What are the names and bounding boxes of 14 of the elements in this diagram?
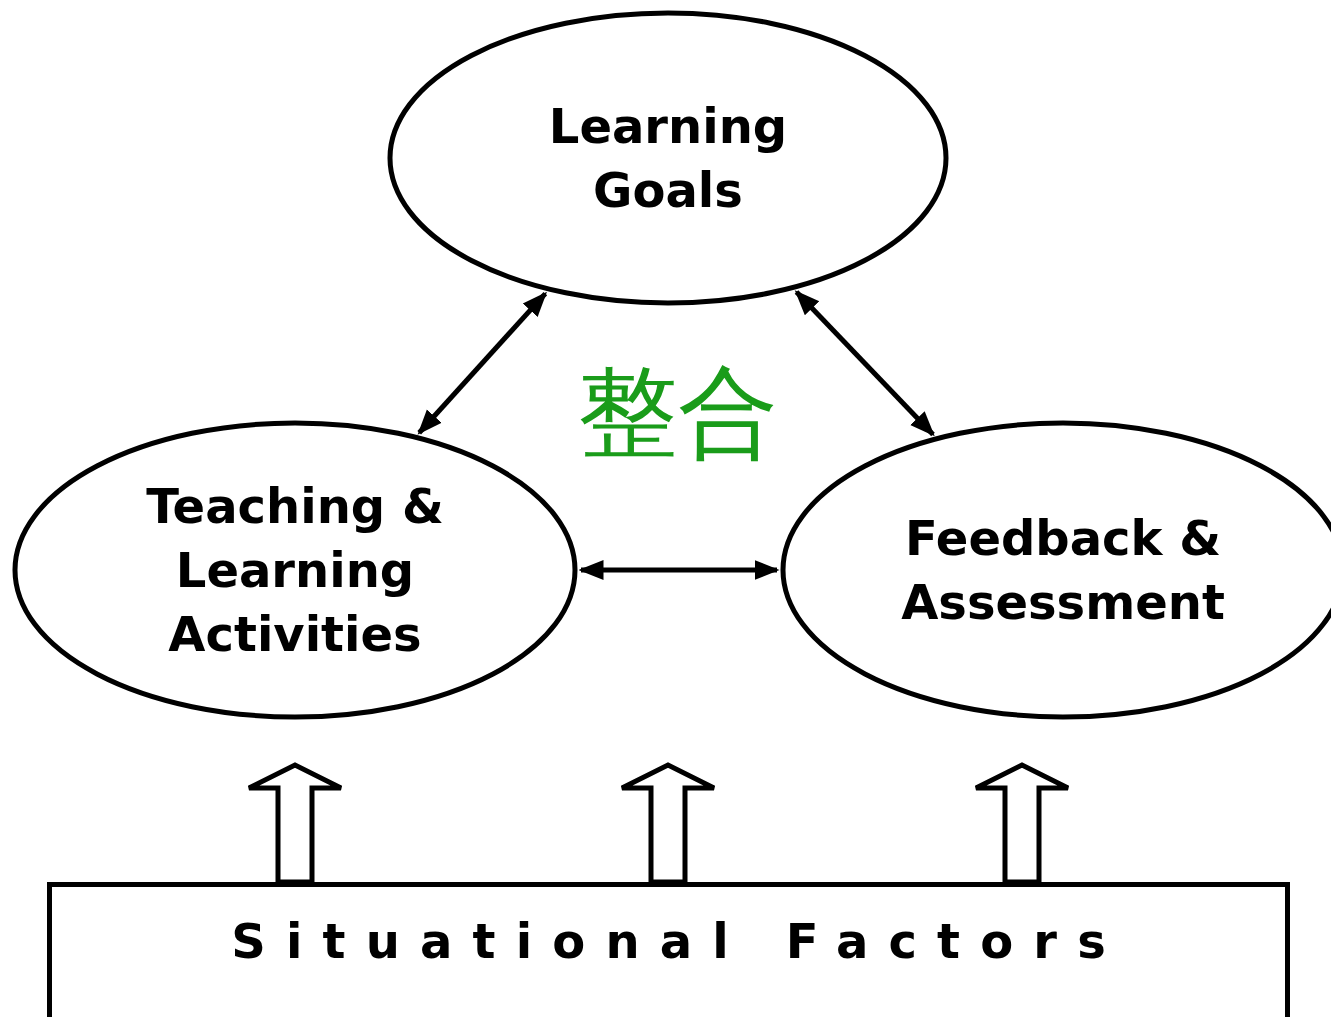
node-label: Learning Goals <box>547 97 789 220</box>
goal-ellipse <box>387 10 949 306</box>
block-arrow <box>973 762 1071 885</box>
center-label: 整合 <box>578 358 778 468</box>
node-label: Feedback & Assessment <box>900 509 1226 632</box>
block-arrow <box>619 762 717 885</box>
double-arrow <box>417 291 548 435</box>
factor-box <box>47 882 1290 1017</box>
block-arrow <box>246 762 344 885</box>
node-label: Teaching & Learning Activities <box>145 477 445 664</box>
node-label: Situational Factors <box>230 912 1126 971</box>
double-arrow <box>794 290 935 437</box>
activity-ellipse <box>12 420 578 720</box>
double-arrow <box>578 560 780 580</box>
